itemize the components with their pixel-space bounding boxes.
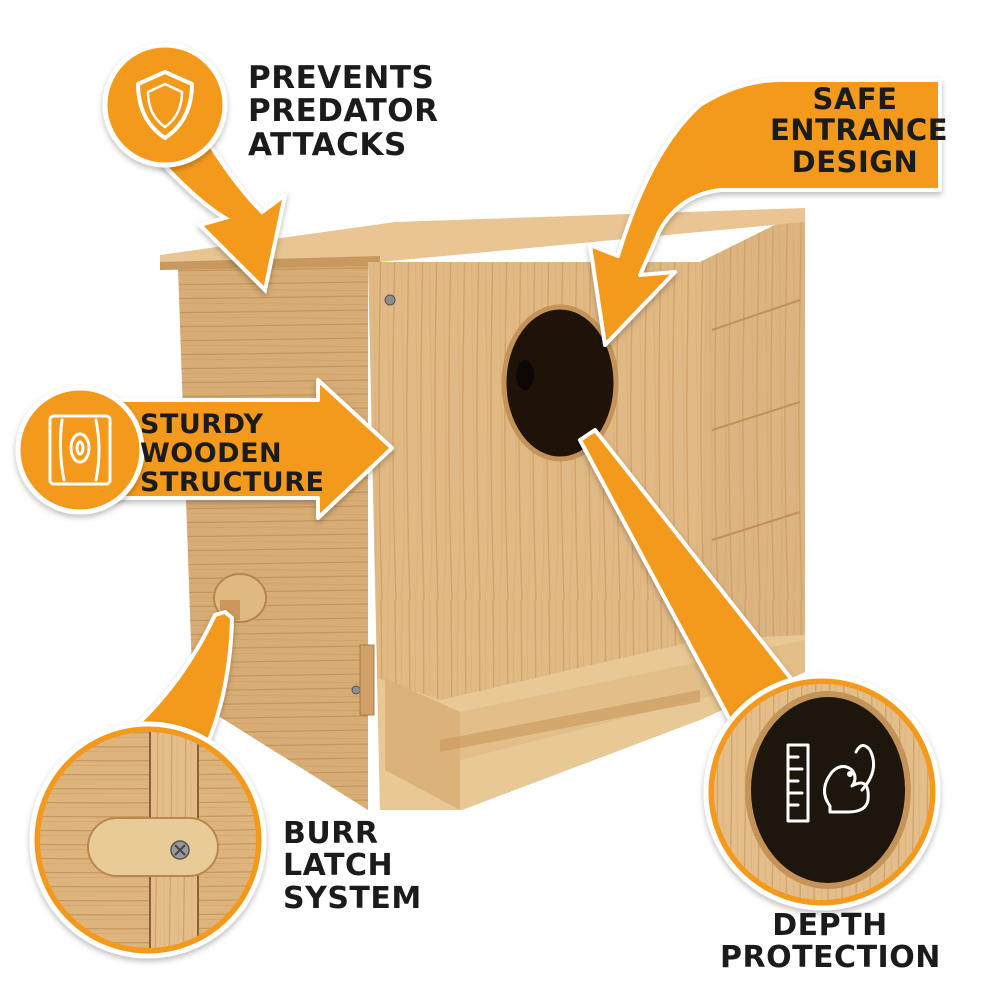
- latch-label-line2: LATCH: [283, 848, 394, 884]
- predator-label: PREVENTS PREDATOR ATTACKS: [248, 60, 439, 163]
- screw-bottom: [351, 685, 361, 695]
- entrance-label: SAFE ENTRANCE DESIGN: [770, 82, 948, 179]
- entrance-label-line3: DESIGN: [791, 144, 919, 179]
- wooden-label-line2: WOODEN: [140, 438, 283, 470]
- latch-label: BURR LATCH SYSTEM: [283, 816, 422, 916]
- latch-label-line1: BURR: [283, 816, 379, 851]
- wooden-label-line1: STURDY: [140, 409, 264, 440]
- wooden-label-line3: STRUCTURE: [140, 467, 325, 499]
- screw-top: [384, 294, 396, 306]
- wooden-nest-box: [160, 208, 805, 810]
- entrance-hole: [504, 307, 616, 459]
- depth-zoom-bubble: [703, 673, 941, 911]
- predator-label-line2: PREDATOR: [248, 93, 439, 130]
- predator-label-line1: PREVENTS: [248, 60, 435, 96]
- ruler-squirrel-icon: [786, 743, 876, 823]
- depth-label-line2: PROTECTION: [720, 940, 941, 976]
- predator-badge: [102, 42, 228, 168]
- shield-icon: [136, 70, 194, 140]
- wooden-label: STURDY WOODEN STRUCTURE: [140, 409, 325, 499]
- depth-label-line1: DEPTH: [772, 908, 888, 943]
- right-side-panel: [700, 210, 805, 720]
- depth-label: DEPTH PROTECTION: [720, 908, 941, 976]
- latch-zoom-bubble: [29, 721, 267, 959]
- entrance-label-line1: SAFE: [812, 82, 898, 116]
- wooden-badge: [15, 385, 145, 515]
- latch-label-line3: SYSTEM: [283, 880, 422, 916]
- entrance-label-line2: ENTRANCE: [770, 113, 948, 148]
- wood-grain-icon: [48, 414, 112, 486]
- entrance-callout-arrow: [588, 78, 942, 347]
- predator-label-line3: ATTACKS: [248, 126, 407, 163]
